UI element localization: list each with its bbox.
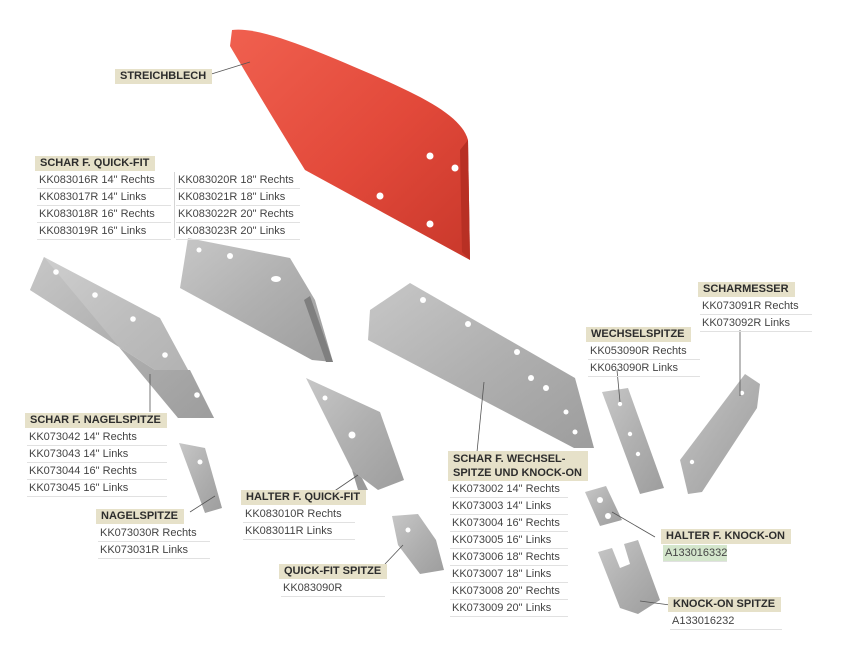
nagelspitze-part bbox=[179, 443, 222, 513]
part-code: A133016232 bbox=[670, 613, 782, 630]
part-code: KK073042 14" Rechts bbox=[27, 429, 167, 446]
part-code: KK083016R 14" Rechts bbox=[37, 172, 171, 189]
part-code: KK083021R 18" Links bbox=[176, 189, 300, 206]
wechselspitze-part bbox=[602, 388, 664, 494]
codes-nagelspitze: KK073030R Rechts KK073031R Links bbox=[98, 525, 210, 559]
label-wechselspitze: WECHSELSPITZE bbox=[586, 327, 691, 342]
part-code: KK083011R Links bbox=[243, 523, 355, 540]
label-quickfit-spitze: QUICK-FIT SPITZE bbox=[279, 564, 388, 579]
label-halter-quickfit: HALTER F. QUICK-FIT bbox=[241, 490, 367, 505]
part-code: KK073006 18" Rechts bbox=[450, 549, 568, 566]
label-line: SCHAR F. WECHSEL- bbox=[453, 453, 566, 465]
label-halter-knockon: HALTER F. KNOCK-ON bbox=[661, 529, 791, 544]
codes-schar-quickfit-right: KK083020R 18" Rechts KK083021R 18" Links… bbox=[176, 172, 300, 240]
streichblech-part bbox=[230, 29, 470, 260]
knockon-spitze-part bbox=[598, 540, 660, 614]
schar-wechselspitze-part bbox=[368, 283, 594, 448]
label-schar-quickfit: SCHAR F. QUICK-FIT bbox=[35, 156, 156, 171]
part-code: KK073044 16" Rechts bbox=[27, 463, 167, 480]
label-streichblech: STREICHBLECH bbox=[115, 69, 213, 84]
part-code: KK083022R 20" Rechts bbox=[176, 206, 300, 223]
codes-wechselspitze: KK053090R Rechts KK063090R Links bbox=[588, 343, 700, 377]
part-code: KK083017R 14" Links bbox=[37, 189, 171, 206]
part-code: KK073009 20" Links bbox=[450, 600, 568, 617]
label-schar-nagelspitze: SCHAR F. NAGELSPITZE bbox=[25, 413, 167, 428]
scharmesser-part bbox=[680, 374, 760, 494]
codes-halter-quickfit: KK083010R Rechts KK083011R Links bbox=[243, 506, 355, 540]
codes-quickfit-spitze: KK083090R bbox=[281, 580, 385, 597]
part-code: KK073031R Links bbox=[98, 542, 210, 559]
part-code: KK083019R 16" Links bbox=[37, 223, 171, 240]
schar-quickfit-part bbox=[180, 238, 333, 362]
codes-schar-wechselspitze: KK073002 14" Rechts KK073003 14" Links K… bbox=[450, 481, 568, 617]
part-code: KK073045 16" Links bbox=[27, 480, 167, 497]
part-code: KK083010R Rechts bbox=[243, 506, 355, 523]
part-code: KK073091R Rechts bbox=[700, 298, 812, 315]
halter-quickfit-part bbox=[306, 378, 404, 490]
codes-schar-nagelspitze: KK073042 14" Rechts KK073043 14" Links K… bbox=[27, 429, 167, 497]
part-code: KK053090R Rechts bbox=[588, 343, 700, 360]
part-code: KK063090R Links bbox=[588, 360, 700, 377]
part-code: KK073003 14" Links bbox=[450, 498, 568, 515]
part-code: KK073008 20" Rechts bbox=[450, 583, 568, 600]
label-knockon-spitze: KNOCK-ON SPITZE bbox=[668, 597, 782, 612]
label-scharmesser: SCHARMESSER bbox=[698, 282, 795, 297]
divider bbox=[174, 172, 175, 238]
part-code: KK083020R 18" Rechts bbox=[176, 172, 300, 189]
part-code: KK083090R bbox=[281, 580, 385, 597]
part-code: KK083018R 16" Rechts bbox=[37, 206, 171, 223]
codes-scharmesser: KK073091R Rechts KK073092R Links bbox=[700, 298, 812, 332]
schar-nagelspitze-part bbox=[30, 257, 214, 418]
label-line: SPITZE UND KNOCK-ON bbox=[453, 467, 582, 479]
codes-halter-knockon: A133016332 bbox=[663, 545, 775, 562]
codes-knockon-spitze: A133016232 bbox=[670, 613, 782, 630]
part-code: A133016332 bbox=[663, 545, 727, 562]
label-schar-wechselspitze: SCHAR F. WECHSEL- SPITZE UND KNOCK-ON bbox=[448, 451, 588, 481]
leader-lines bbox=[149, 61, 741, 606]
part-code: KK073002 14" Rechts bbox=[450, 481, 568, 498]
part-code: KK073092R Links bbox=[700, 315, 812, 332]
part-code: KK073004 16" Rechts bbox=[450, 515, 568, 532]
halter-knockon-part bbox=[585, 486, 622, 526]
part-code: KK073007 18" Links bbox=[450, 566, 568, 583]
part-code: KK083023R 20" Links bbox=[176, 223, 300, 240]
part-code: KK073043 14" Links bbox=[27, 446, 167, 463]
quickfit-spitze-part bbox=[392, 514, 444, 574]
codes-schar-quickfit-left: KK083016R 14" Rechts KK083017R 14" Links… bbox=[37, 172, 171, 240]
label-nagelspitze: NAGELSPITZE bbox=[96, 509, 185, 524]
part-code: KK073030R Rechts bbox=[98, 525, 210, 542]
part-code: KK073005 16" Links bbox=[450, 532, 568, 549]
